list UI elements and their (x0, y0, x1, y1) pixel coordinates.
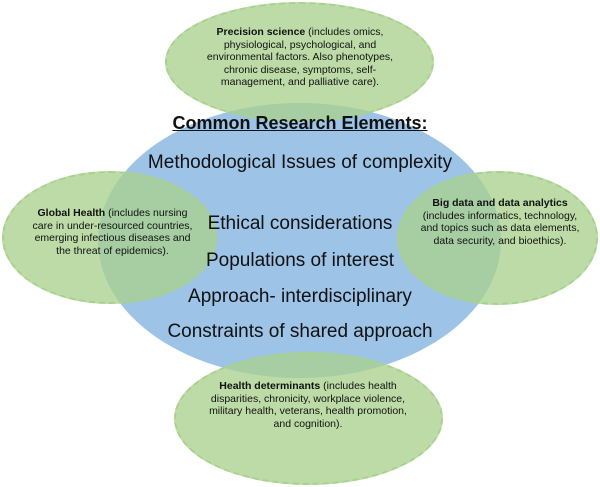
global-health-text: Global Health (includes nursing care in … (30, 207, 195, 257)
center-title: Common Research Elements: (172, 113, 428, 133)
health-determinants-ellipse (174, 352, 443, 485)
global-health-ellipse (2, 171, 217, 304)
center-item-approach: Approach- interdisciplinary (188, 286, 412, 307)
precision-science-body: (includes omics, physiological, psycholo… (206, 26, 394, 89)
big-data-body: (includes informatics, technology, and t… (420, 209, 580, 247)
precision-science-ellipse (165, 2, 434, 122)
precision-science-heading: Precision science (216, 26, 306, 38)
health-determinants-heading: Health determinants (219, 380, 321, 392)
global-health-body: (includes nursing care in under-resource… (32, 207, 193, 257)
big-data-heading: Big data and data analytics (432, 197, 568, 209)
health-determinants-body: (includes health disparities, chronicity… (209, 380, 407, 430)
big-data-text: Big data and data analytics (includes in… (416, 197, 584, 247)
precision-science-text: Precision science (includes omics, physi… (195, 26, 405, 89)
health-determinants-text: Health determinants (includes health dis… (208, 380, 408, 430)
big-data-ellipse (397, 171, 598, 305)
global-health-heading: Global Health (37, 207, 106, 219)
center-item-ethical: Ethical considerations (207, 213, 393, 234)
center-item-methodological: Methodological Issues of complexity (147, 152, 453, 173)
center-item-populations: Populations of interest (205, 250, 394, 271)
center-item-constraints: Constraints of shared approach (167, 321, 433, 342)
